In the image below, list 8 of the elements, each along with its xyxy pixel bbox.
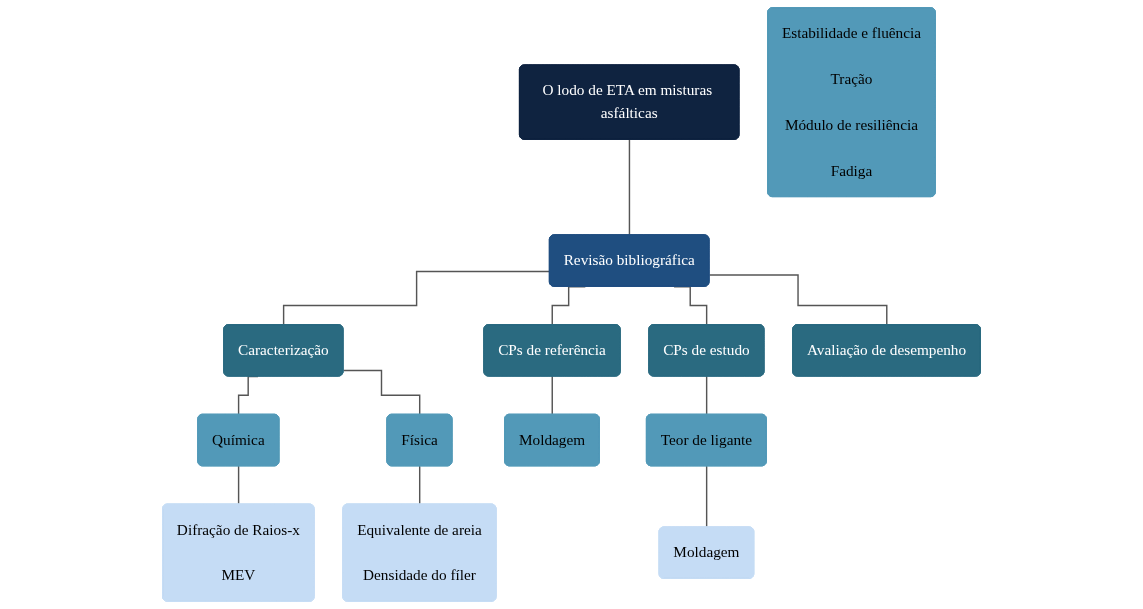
connector <box>628 139 631 236</box>
connector <box>708 274 888 326</box>
connector <box>282 270 551 326</box>
connector <box>419 465 421 506</box>
connector <box>705 375 708 416</box>
connector <box>342 369 421 416</box>
connector <box>237 465 240 506</box>
connector <box>551 375 554 416</box>
